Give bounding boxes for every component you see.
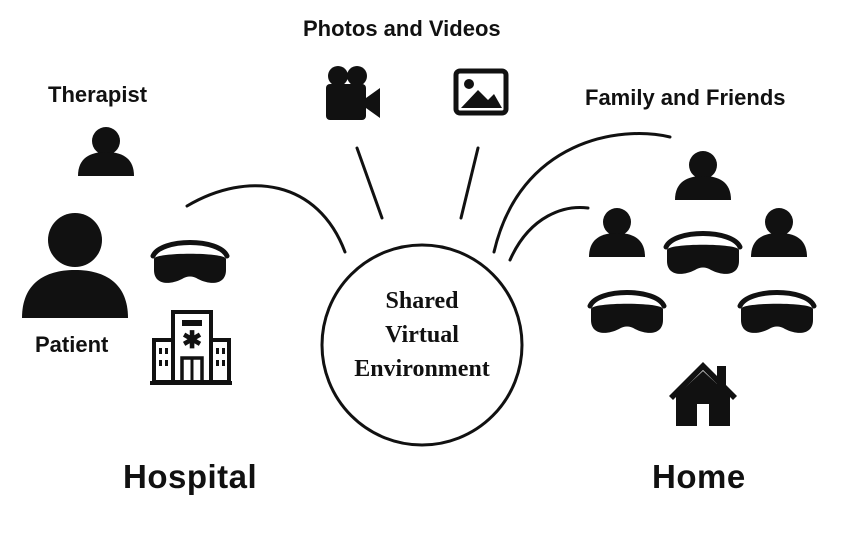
family-friends-group: [589, 151, 814, 333]
patient-label: Patient: [35, 332, 109, 357]
connector-family-inner: [508, 206, 590, 262]
photos-videos-label: Photos and Videos: [303, 16, 501, 41]
home-label: Home: [652, 458, 746, 495]
connector-hospital: [185, 184, 347, 254]
shared-environment-circle: [320, 243, 524, 447]
family-vr-headset-icon-right: [740, 293, 814, 333]
connector-family-outer: [492, 132, 672, 254]
connector-image: [459, 146, 480, 220]
family-friends-label: Family and Friends: [585, 85, 786, 110]
house-icon: [669, 362, 737, 426]
family-vr-headset-icon-left: [590, 293, 664, 333]
therapist-person-icon: [78, 127, 134, 176]
patient-vr-headset-icon: [153, 243, 227, 283]
center-line-2: Virtual: [385, 322, 459, 348]
connector-video: [355, 146, 384, 220]
center-line-1: Shared: [385, 288, 459, 314]
family-person-icon-left: [589, 208, 645, 257]
connectors: [185, 132, 672, 262]
center-line-3: Environment: [354, 356, 490, 382]
family-person-icon-right: [751, 208, 807, 257]
therapist-label: Therapist: [48, 82, 148, 107]
shared-environment-text: Shared Virtual Environment: [322, 284, 522, 386]
hospital-building-icon: ✱: [150, 310, 232, 385]
hospital-label: Hospital: [123, 458, 258, 495]
svg-text:✱: ✱: [182, 327, 202, 354]
family-vr-headset-icon-top: [666, 234, 740, 274]
family-person-icon-top: [675, 151, 731, 200]
patient-person-icon: [22, 213, 128, 318]
image-icon: [453, 68, 509, 116]
video-camera-icon: [326, 66, 380, 120]
